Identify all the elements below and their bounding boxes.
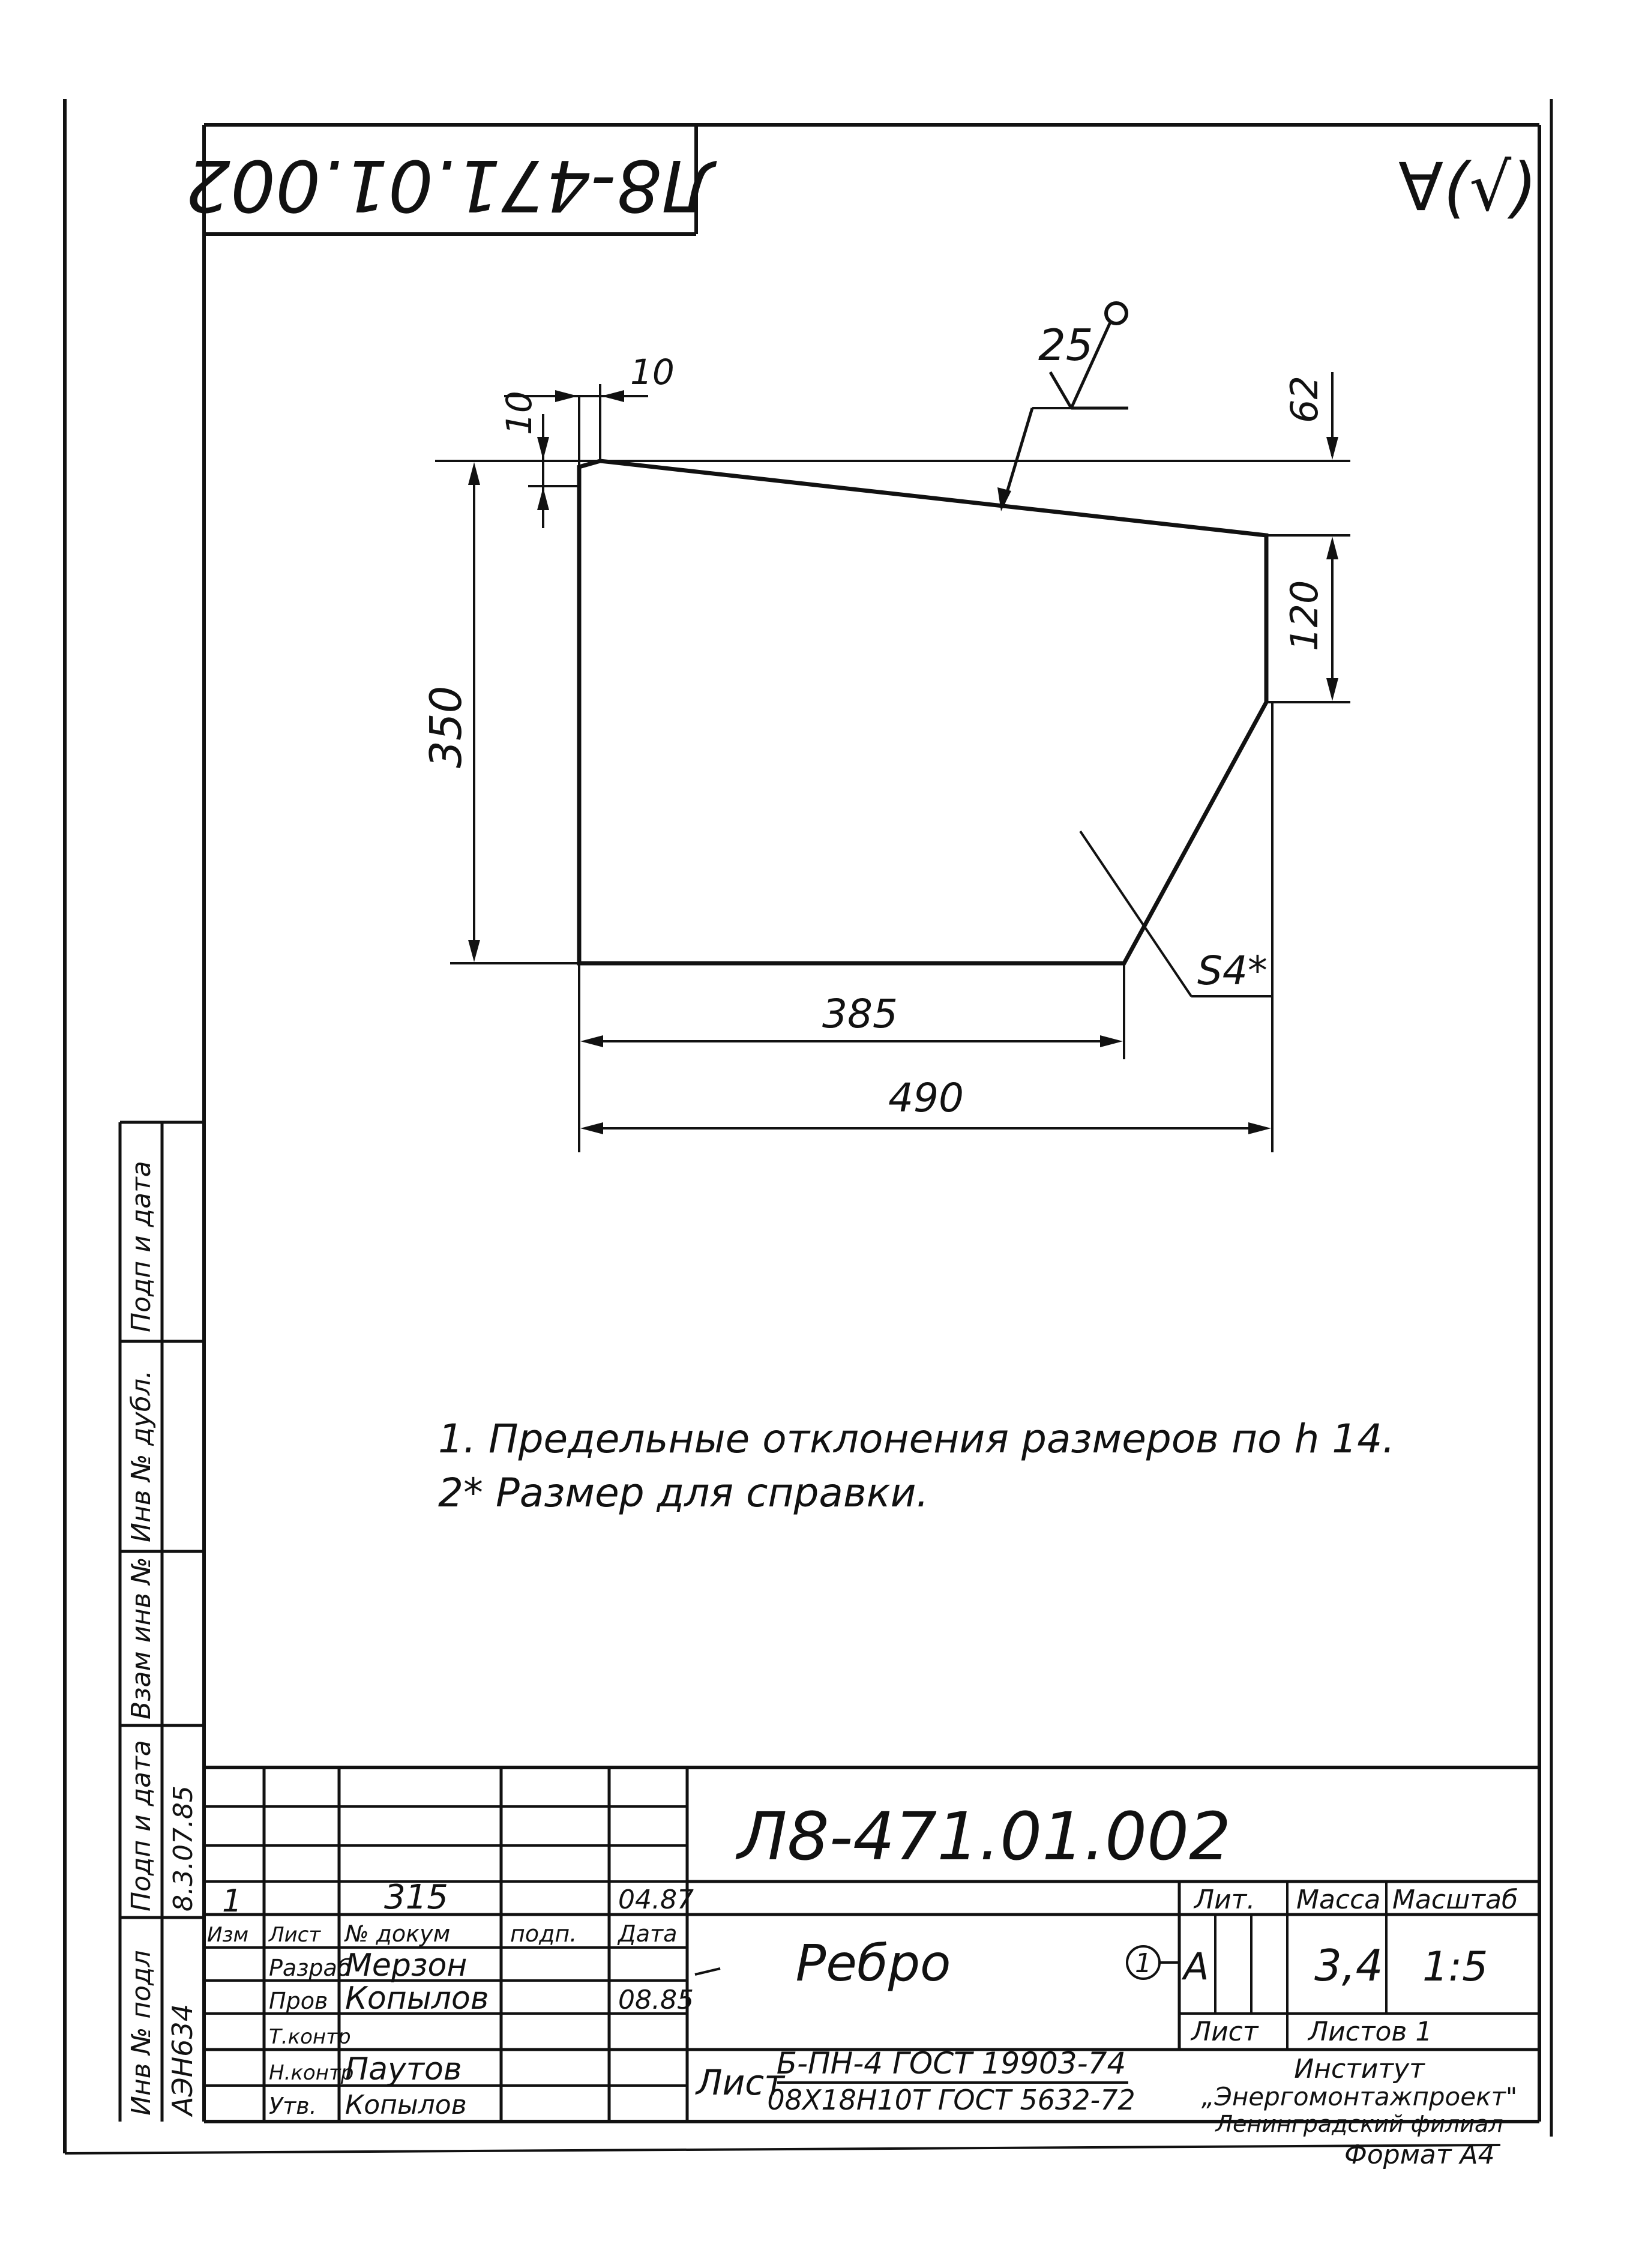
sheets-label: Листов 1 xyxy=(1307,2017,1432,2047)
part-outline xyxy=(577,459,1269,966)
hdr-list: Лист xyxy=(268,1923,321,1947)
sheet-label: Лист xyxy=(1190,2017,1259,2047)
change-doc: 315 xyxy=(384,1878,448,1917)
material-bottom: 08Х18Н10Т ГОСТ 5632-72 xyxy=(767,2084,1135,2116)
lit-label: Лит. xyxy=(1193,1884,1255,1915)
side-value-inv: АЭН634 xyxy=(166,2004,199,2117)
dim-total-width: 490 xyxy=(888,1075,964,1121)
change-izm: 1 xyxy=(222,1883,242,1919)
role-checker-date: 08.85 xyxy=(618,1985,694,2015)
org-line-2: „Энергомонтажпроект" xyxy=(1201,2082,1518,2111)
format-label: Формат А4 xyxy=(1344,2140,1495,2170)
role-developer-label: Разраб xyxy=(269,1955,351,1981)
side-label-5: Инв № подл xyxy=(126,1950,157,2116)
side-label-3: Взам инв № xyxy=(126,1557,157,1719)
roughness-symbol: ∀(√) xyxy=(1398,149,1537,226)
role-checker-label: Пров xyxy=(269,1988,328,2014)
hdr-date: Дата xyxy=(617,1921,677,1947)
role-norm: Паутов xyxy=(345,2051,462,2087)
dim-base-width: 385 xyxy=(822,991,898,1037)
role-checker: Копылов xyxy=(345,1981,489,2017)
part-name: Ребро xyxy=(796,1934,951,1993)
org-line-1: Институт xyxy=(1294,2054,1425,2084)
scale-value: 1:5 xyxy=(1422,1943,1488,1991)
scale-label: Масштаб xyxy=(1392,1884,1518,1915)
material-label: Лист xyxy=(695,2062,786,2103)
role-developer: Мерзон xyxy=(345,1948,467,1984)
role-approver: Копылов xyxy=(345,2090,467,2120)
material-top: Б-ПН-4 ГОСТ 19903-74 xyxy=(777,2046,1126,2081)
note-1: 1. Предельные отклонения размеров по h 1… xyxy=(438,1416,1395,1462)
lit-value: А xyxy=(1181,1945,1209,1988)
dim-height: 350 xyxy=(421,686,471,768)
side-label-1: Подп и дата xyxy=(126,1161,157,1332)
dim-right-offset: 62 xyxy=(1283,376,1326,423)
role-approver-label: Утв. xyxy=(269,2093,317,2119)
hdr-sign: подп. xyxy=(510,1921,577,1947)
mass-label: Масса xyxy=(1296,1884,1380,1915)
mass-value: 3,4 xyxy=(1314,1940,1383,1991)
note-2: 2* Размер для справки. xyxy=(438,1470,929,1516)
side-stamp: Подп и дата Инв № дубл. Взам инв № Подп … xyxy=(118,1120,204,2122)
hdr-izm: Изм xyxy=(207,1923,248,1947)
title-designation: Л8-471.01.002 xyxy=(735,1798,1231,1875)
role-norm-label: Н.контр xyxy=(269,2061,353,2085)
change-date: 04.87 xyxy=(618,1884,694,1915)
dim-weld: 25 xyxy=(1038,320,1093,370)
rotated-drawing-number: Л8-471.01.002 xyxy=(185,144,717,227)
side-value-date: 8.3.07.85 xyxy=(168,1785,199,1912)
extension-lines xyxy=(435,384,1350,1152)
dim-right-height: 120 xyxy=(1283,580,1326,651)
side-label-4: Подп и дата xyxy=(126,1740,157,1912)
title-block: Л8-471.01.002 1 315 04.87 Изм Лист № док… xyxy=(204,1766,1539,2170)
role-tech-label: Т.контр xyxy=(269,2025,351,2049)
dim-thickness: S4* xyxy=(1197,948,1268,994)
thickness-leader xyxy=(1079,830,1272,997)
outer-frame xyxy=(63,99,1553,2155)
position-number: 1 xyxy=(1135,1948,1152,1979)
weld-leader xyxy=(997,301,1128,511)
dim-top-flange-width: 10 xyxy=(630,352,675,393)
rotated-number-box: Л8-471.01.002 xyxy=(185,125,717,236)
side-label-2: Инв № дубл. xyxy=(126,1370,157,1542)
org-line-3: Ленинградский филиал xyxy=(1214,2111,1503,2137)
dim-top-flange-height: 10 xyxy=(499,391,540,435)
hdr-doc: № докум xyxy=(344,1921,450,1947)
dimension-lines xyxy=(468,372,1338,1134)
